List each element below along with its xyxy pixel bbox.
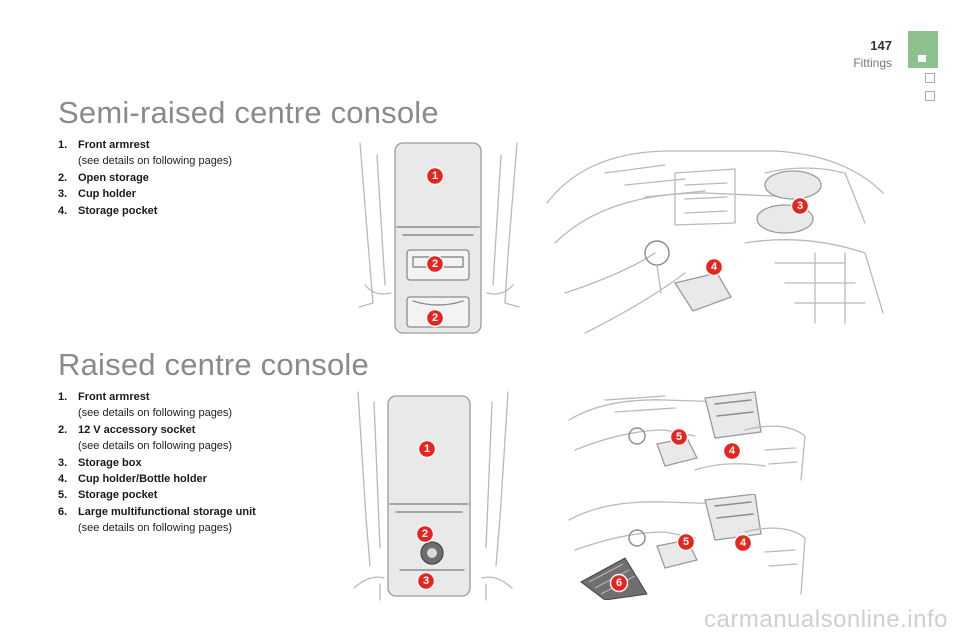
- list-item: 2.Open storage: [58, 171, 149, 184]
- page-number: 147: [870, 38, 892, 53]
- callout-marker: 1: [417, 439, 437, 459]
- svg-text:5: 5: [676, 431, 682, 443]
- chapter-tab-active[interactable]: [908, 31, 938, 68]
- list-item: 6.Large multifunctional storage unit(see…: [58, 505, 256, 535]
- list-item: 1.Front armrest(see details on following…: [58, 139, 233, 168]
- callout-marker: 4: [733, 533, 753, 553]
- callout-marker: 2: [425, 254, 445, 274]
- raised-item-list: 1.Front armrest(see details on following…: [58, 389, 256, 537]
- callout-marker: 4: [704, 257, 724, 277]
- svg-text:1: 1: [432, 170, 438, 182]
- tab-marker: [918, 55, 926, 62]
- svg-text:4: 4: [740, 537, 747, 549]
- list-item: 3.Cup holder: [58, 188, 137, 201]
- raised-console-side-view-a: 5 4: [565, 390, 810, 485]
- callout-marker: 3: [416, 571, 436, 591]
- svg-text:3: 3: [797, 200, 803, 212]
- callout-marker: 2: [415, 524, 435, 544]
- callout-marker: 2: [425, 308, 445, 328]
- raised-console-side-view-b: 5 4 6: [565, 494, 810, 600]
- callout-marker: 5: [676, 532, 696, 552]
- callout-marker: 1: [425, 166, 445, 186]
- svg-text:3: 3: [423, 575, 429, 587]
- chapter-tab[interactable]: [925, 91, 935, 101]
- list-item: 4.Cup holder/Bottle holder: [58, 473, 207, 486]
- list-item: 2.12 V accessory socket(see details on f…: [58, 423, 233, 453]
- svg-text:6: 6: [616, 577, 622, 589]
- list-item: 3.Storage box: [58, 456, 142, 469]
- list-item: 4.Storage pocket: [58, 204, 158, 217]
- callout-marker: 5: [669, 427, 689, 447]
- svg-text:2: 2: [432, 312, 438, 324]
- svg-text:4: 4: [729, 445, 736, 457]
- callout-marker: 6: [609, 573, 629, 593]
- svg-text:4: 4: [711, 261, 718, 273]
- svg-text:5: 5: [683, 536, 689, 548]
- svg-text:1: 1: [424, 443, 430, 455]
- semi-raised-item-list: 1.Front armrest(see details on following…: [58, 137, 232, 219]
- callout-marker: 4: [722, 441, 742, 461]
- semi-raised-console-top-view: 1 2 2: [355, 135, 523, 340]
- list-item: 1.Front armrest(see details on following…: [58, 391, 233, 420]
- watermark: carmanualsonline.info: [704, 606, 948, 633]
- svg-text:2: 2: [432, 258, 438, 270]
- callout-marker: 3: [790, 196, 810, 216]
- section-title-semi-raised: Semi-raised centre console: [58, 95, 439, 130]
- list-item: 5.Storage pocket: [58, 489, 158, 502]
- svg-text:2: 2: [422, 528, 428, 540]
- chapter-tab[interactable]: [925, 73, 935, 83]
- raised-console-top-view: 1 2 3: [350, 388, 515, 603]
- semi-raised-console-side-view: 3 4: [545, 133, 885, 343]
- section-title-raised: Raised centre console: [58, 347, 369, 382]
- chapter-label: Fittings: [853, 56, 892, 70]
